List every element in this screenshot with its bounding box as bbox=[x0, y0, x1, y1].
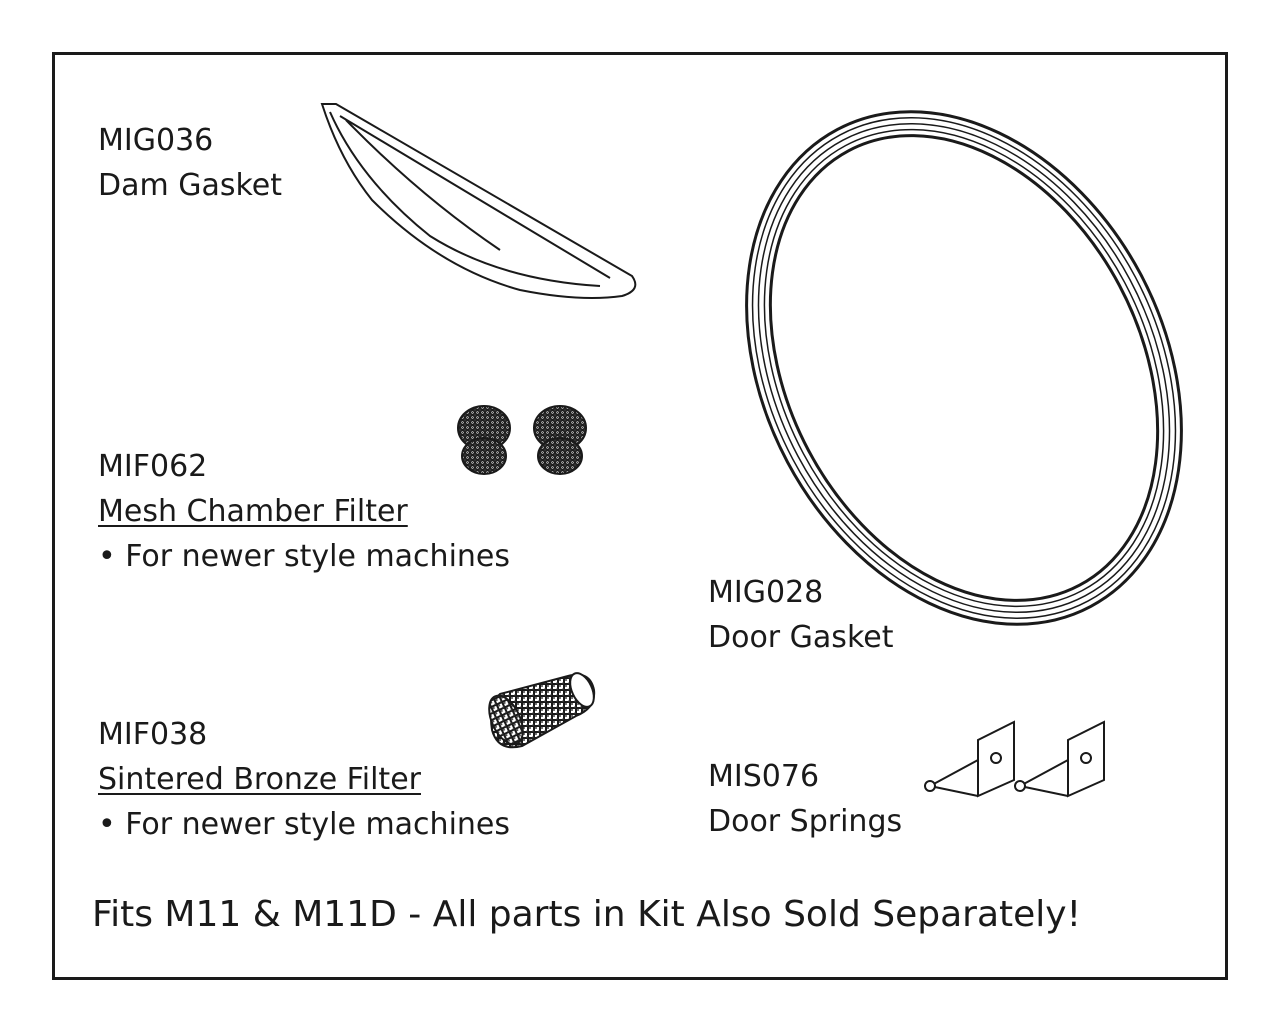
part-name: Door Gasket bbox=[708, 620, 894, 655]
part-label-mesh-chamber-filter: MIF062 Mesh Chamber Filter • For newer s… bbox=[98, 444, 510, 579]
sintered-bronze-filter-illustration bbox=[488, 672, 596, 749]
door-gasket-ring-illustration bbox=[745, 110, 1183, 626]
part-note: • For newer style machines bbox=[98, 539, 511, 574]
kit-footer-note: Fits M11 & M11D - All parts in Kit Also … bbox=[92, 894, 1082, 935]
part-note: • For newer style machines bbox=[98, 807, 511, 842]
part-name: Door Springs bbox=[708, 804, 903, 839]
part-name-link[interactable]: Mesh Chamber Filter bbox=[98, 494, 408, 529]
part-label-door-gasket: MIG028 Door Gasket bbox=[708, 570, 893, 660]
part-name: Dam Gasket bbox=[98, 168, 283, 203]
dam-gasket-illustration bbox=[320, 103, 637, 299]
part-code: MIG028 bbox=[708, 575, 824, 610]
part-code: MIF062 bbox=[98, 449, 208, 484]
mesh-chamber-filter-illustration bbox=[457, 405, 587, 475]
part-label-door-springs: MIS076 Door Springs bbox=[708, 754, 902, 844]
part-code: MIG036 bbox=[98, 123, 214, 158]
part-label-dam-gasket: MIG036 Dam Gasket bbox=[98, 118, 282, 208]
door-springs-illustration bbox=[924, 720, 1105, 798]
part-name-link[interactable]: Sintered Bronze Filter bbox=[98, 762, 421, 797]
kit-frame bbox=[52, 52, 1228, 980]
part-code: MIF038 bbox=[98, 717, 208, 752]
part-label-sintered-bronze-filter: MIF038 Sintered Bronze Filter • For newe… bbox=[98, 712, 510, 847]
part-code: MIS076 bbox=[708, 759, 820, 794]
